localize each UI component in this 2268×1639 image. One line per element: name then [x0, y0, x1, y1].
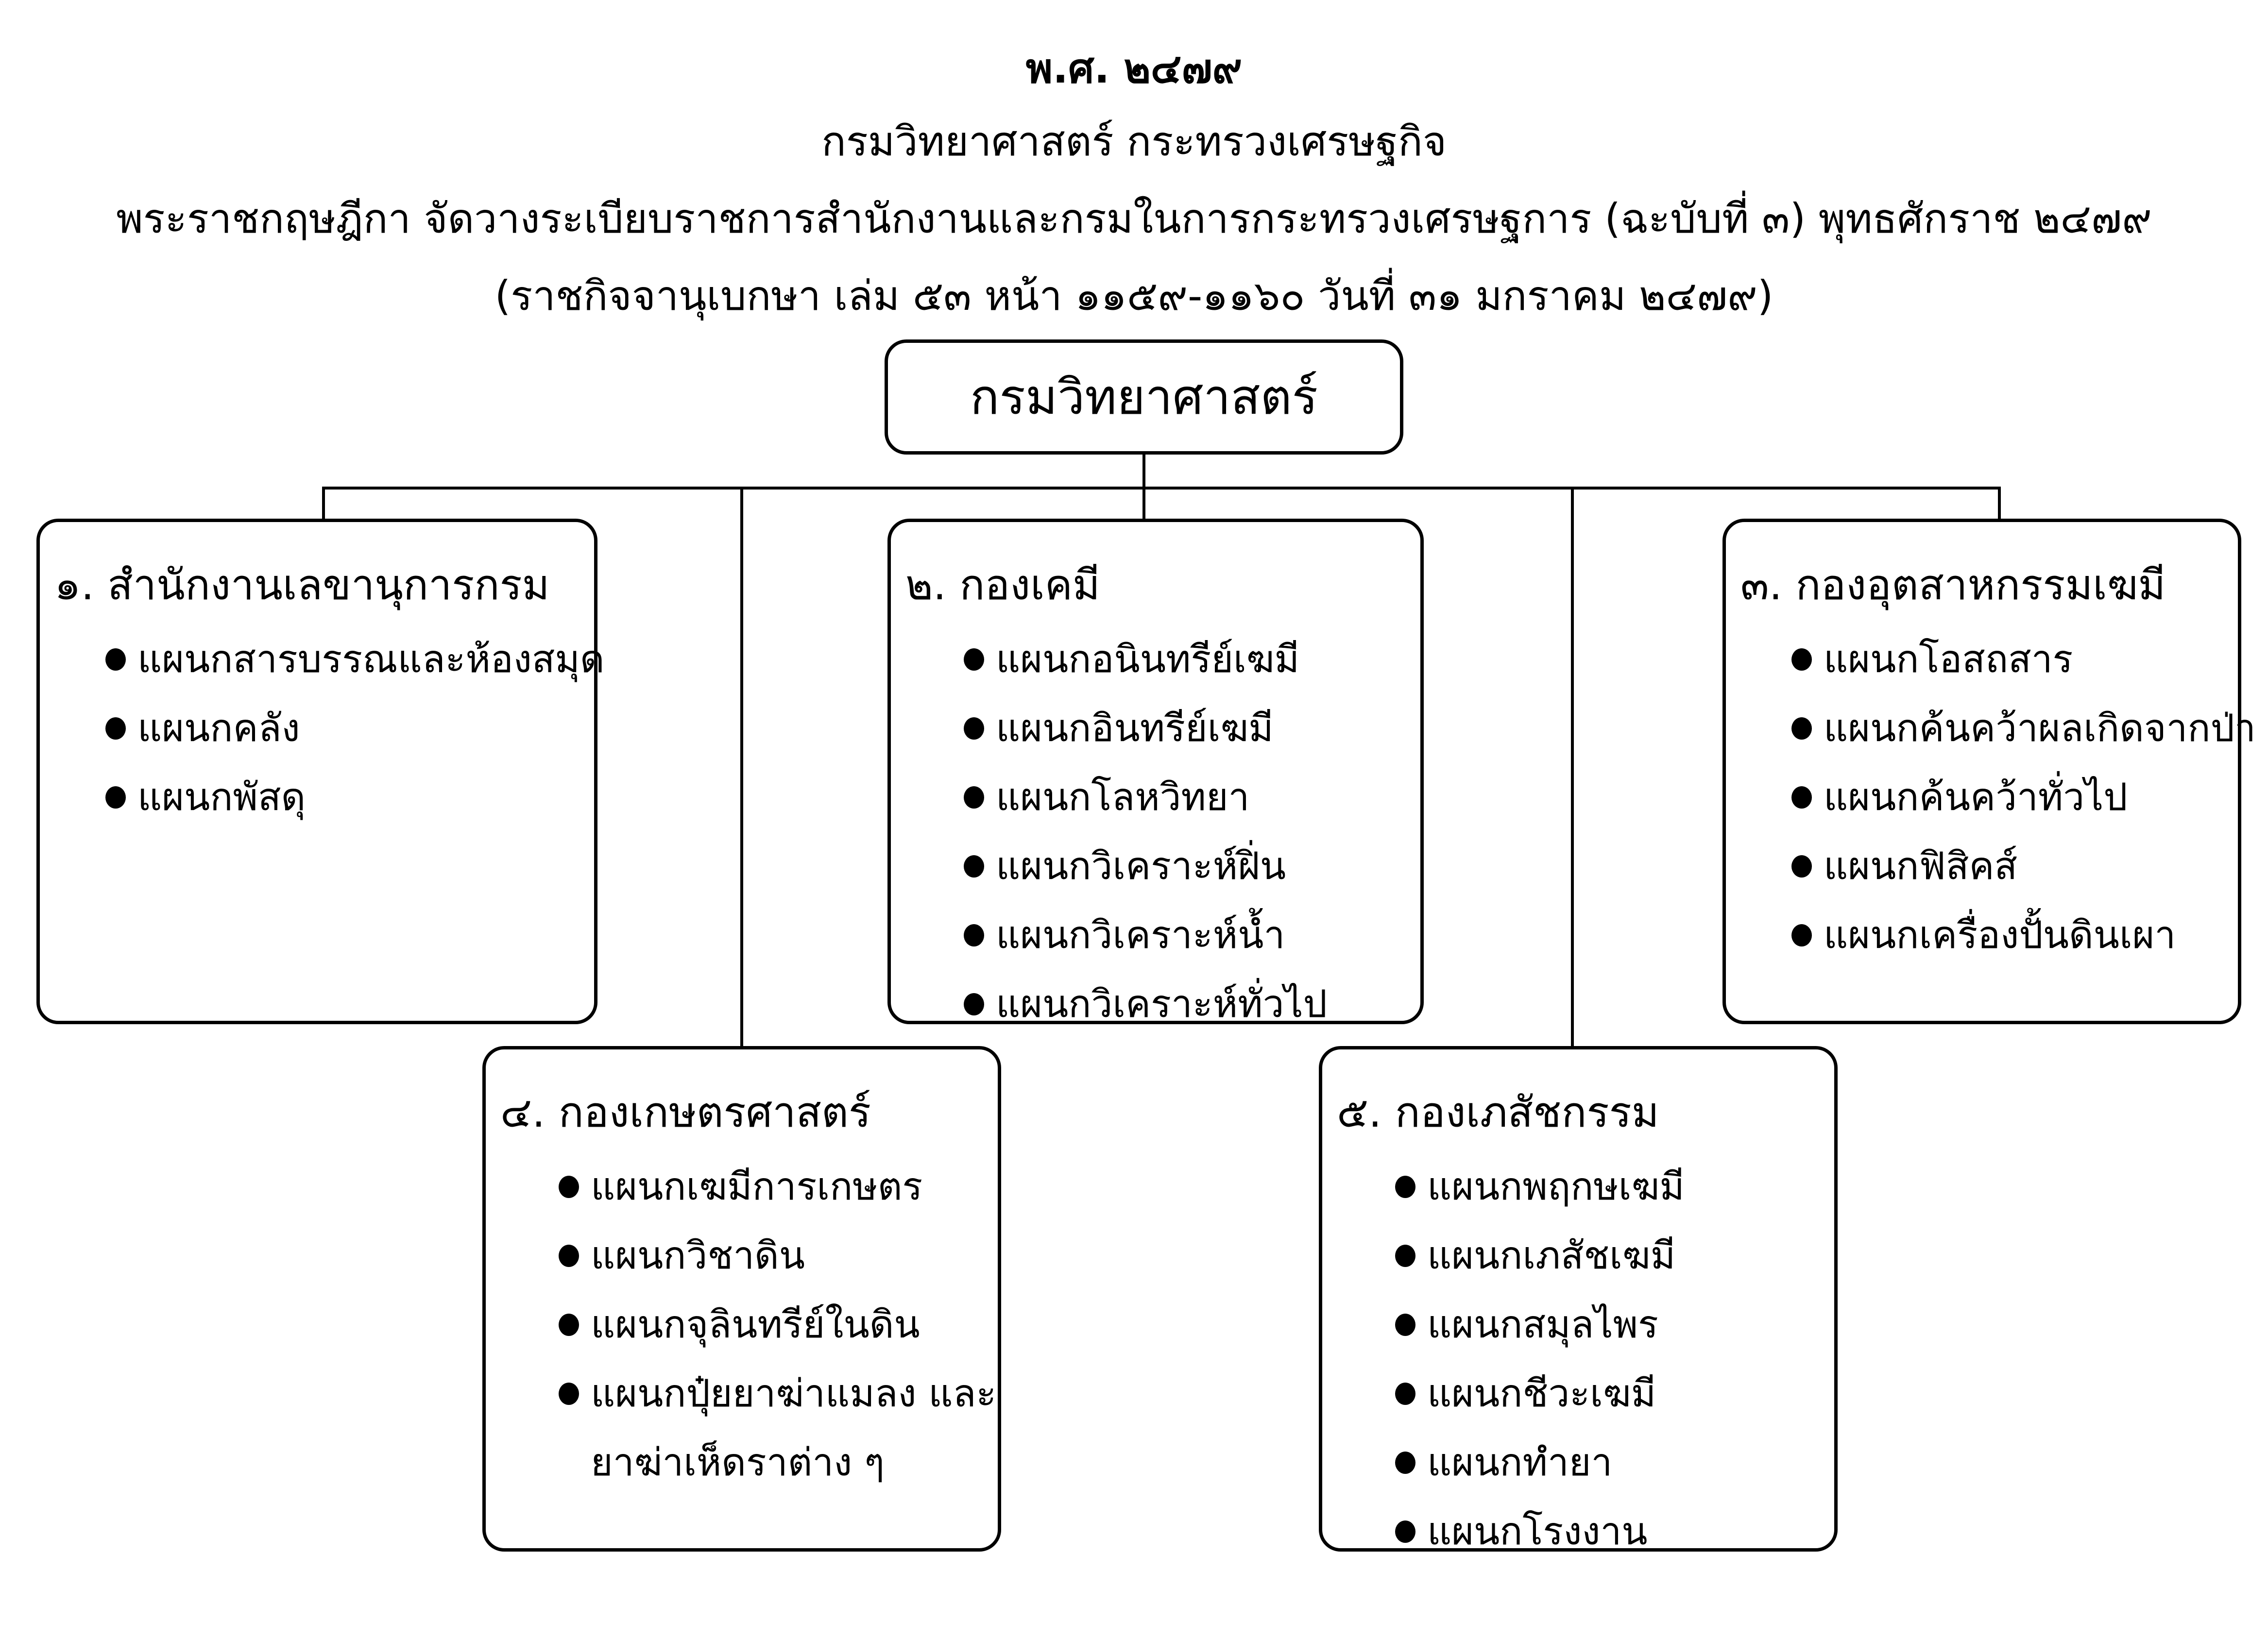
bullet-icon [1395, 1245, 1415, 1267]
list-item: แผนกพัสดุ [105, 763, 604, 832]
list-item: แผนกคลัง [105, 694, 604, 763]
list-item: แผนกสารบรรณและห้องสมุด [105, 625, 604, 694]
bullet-icon [1395, 1383, 1415, 1405]
bullet-icon [105, 717, 126, 740]
decree-title: พระราชกฤษฎีกา จัดวางระเบียบราชการสำนักงา… [116, 195, 2152, 242]
list-item: แผนกจุลินทรีย์ในดิน [559, 1290, 996, 1359]
connector-unit-5 [1571, 487, 1574, 1046]
unit-box-1: ๑. สำนักงานเลขานุการกรม แผนกสารบรรณและห้… [36, 519, 604, 1024]
bullet-icon [964, 993, 984, 1015]
unit-title: ๕. กองเภสัชกรรม [1337, 1088, 1659, 1137]
bullet-icon [559, 1383, 579, 1405]
bullet-icon [1791, 717, 1812, 740]
bullet-icon [559, 1245, 579, 1267]
bullet-icon [1791, 924, 1812, 946]
bullet-icon [559, 1314, 579, 1336]
list-item: แผนกปุ๋ยยาฆ่าแมลง และ [559, 1359, 996, 1428]
unit-title: ๒. กองเคมี [905, 561, 1100, 609]
unit-box-2: ๒. กองเคมี แผนกอนินทรีย์เฆมี แผนกอินทรีย… [887, 519, 1424, 1026]
connector-unit-3 [1998, 487, 2001, 519]
bullet-icon [1395, 1314, 1415, 1336]
list-item: แผนกฟิสิคส์ [1791, 832, 2256, 901]
bullet-icon [105, 786, 126, 809]
list-item: แผนกเฆมีการเกษตร [559, 1152, 996, 1221]
department-subtitle: กรมวิทยาศาสตร์ กระทรวงเศรษฐกิจ [821, 118, 1447, 165]
unit-box-3: ๓. กองอุตสาหกรรมเฆมี แผนกโอสถสาร แผนกค้น… [1722, 519, 2256, 1024]
root-node: กรมวิทยาศาสตร์ [885, 339, 1403, 455]
list-item: แผนกโลหวิทยา [964, 763, 1327, 832]
bullet-icon [964, 924, 984, 946]
bullet-icon [964, 855, 984, 878]
list-item: แผนกชีวะเฆมี [1395, 1359, 1685, 1428]
list-item: แผนกพฤกษเฆมี [1395, 1152, 1685, 1221]
gazette-reference: (ราชกิจจานุเบกษา เล่ม ๕๓ หน้า ๑๑๕๙-๑๑๖๐ … [495, 272, 1773, 320]
list-item: แผนกสมุลไพร [1395, 1290, 1685, 1359]
unit-title: ๓. กองอุตสาหกรรมเฆมี [1740, 561, 2166, 609]
list-item: แผนกวิเคราะห์น้ำ [964, 901, 1327, 970]
unit-box-5: ๕. กองเภสัชกรรม แผนกพฤกษเฆมี แผนกเภสัชเฆ… [1319, 1046, 1838, 1554]
bullet-icon [964, 786, 984, 809]
bullet-icon [105, 648, 126, 671]
unit-title: ๑. สำนักงานเลขานุการกรม [54, 561, 550, 609]
list-item-continuation: ยาฆ่าเห็ดราต่าง ๆ [591, 1441, 885, 1485]
list-item: แผนกค้นคว้าทั่วไป [1791, 763, 2256, 832]
bullet-icon [964, 648, 984, 671]
bullet-icon [559, 1176, 579, 1198]
bullet-icon [1791, 855, 1812, 878]
connector-horizontal [322, 487, 2001, 490]
bullet-icon [1791, 648, 1812, 671]
list-item: แผนกเภสัชเฆมี [1395, 1221, 1685, 1290]
list-item: แผนกวิเคราะห์ทั่วไป [964, 970, 1327, 1039]
list-item: แผนกวิชาดิน [559, 1221, 996, 1290]
year-heading: พ.ศ. ๒๔๗๙ [1025, 45, 1243, 92]
bullet-icon [1395, 1176, 1415, 1198]
unit-box-4: ๔. กองเกษตรศาสตร์ แผนกเฆมีการเกษตร แผนกว… [482, 1046, 1001, 1552]
list-item: แผนกอนินทรีย์เฆมี [964, 625, 1327, 694]
bullet-icon [1395, 1521, 1415, 1543]
root-label: กรมวิทยาศาสตร์ [970, 369, 1318, 425]
unit-title: ๔. กองเกษตรศาสตร์ [500, 1088, 871, 1137]
bullet-icon [964, 717, 984, 740]
list-item: แผนกวิเคราะห์ฝิ่น [964, 832, 1327, 901]
list-item: แผนกทำยา [1395, 1428, 1685, 1497]
list-item: แผนกเครื่องปั้นดินเผา [1791, 901, 2256, 970]
list-item: แผนกอินทรีย์เฆมี [964, 694, 1327, 763]
list-item: แผนกโอสถสาร [1791, 625, 2256, 694]
bullet-icon [1395, 1452, 1415, 1474]
connector-unit-4 [740, 487, 743, 1046]
list-item: แผนกโรงงาน [1395, 1497, 1685, 1566]
connector-unit-1 [322, 487, 325, 519]
bullet-icon [1791, 786, 1812, 809]
list-item: แผนกค้นคว้าผลเกิดจากป่า [1791, 694, 2256, 763]
